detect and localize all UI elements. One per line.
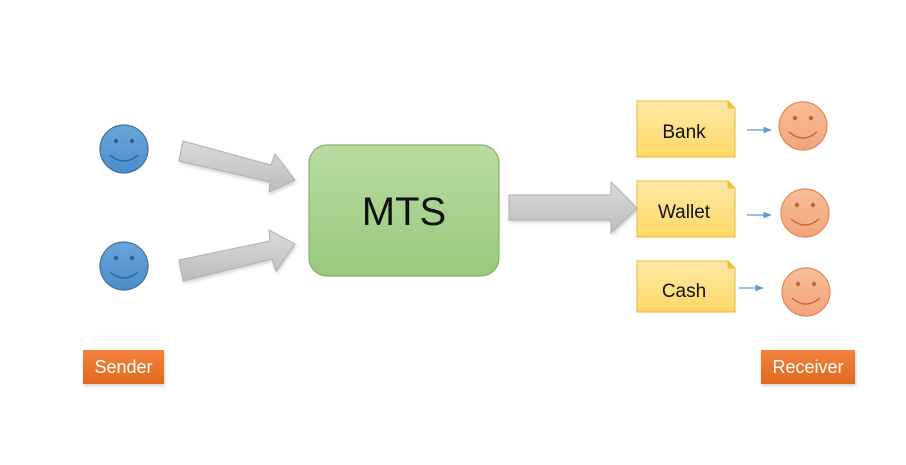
folded-corner-note-icon <box>636 100 736 158</box>
sender-face-top <box>99 124 149 174</box>
channel-cash-label: Cash <box>662 281 706 302</box>
sender-tag-label: Sender <box>94 357 152 377</box>
channel-cash: Cash <box>636 260 736 313</box>
receiver-tag: Receiver <box>761 350 855 384</box>
arrow-right-icon <box>178 140 296 193</box>
smiley-face-icon <box>780 188 830 238</box>
smiley-face-icon <box>778 101 828 151</box>
smiley-face-icon <box>99 241 149 291</box>
channel-wallet: Wallet <box>636 180 736 238</box>
channel-bank-label: Bank <box>662 122 706 143</box>
smiley-face-icon <box>781 267 831 317</box>
folded-corner-note-icon <box>636 260 736 313</box>
arrow-sender-top-to-mts <box>178 140 296 193</box>
mts-label: MTS <box>362 190 446 234</box>
arrow-right-icon <box>178 229 296 282</box>
mts-box: MTS <box>308 144 500 277</box>
smiley-face-icon <box>99 124 149 174</box>
sender-tag: Sender <box>83 350 164 384</box>
receiver-face-cash <box>781 267 831 317</box>
arrow-right-icon <box>508 180 638 235</box>
receiver-face-wallet <box>780 188 830 238</box>
folded-corner-note-icon <box>636 180 736 238</box>
receiver-tag-label: Receiver <box>772 357 843 377</box>
arrow-sender-bottom-to-mts <box>178 229 296 282</box>
channel-wallet-label: Wallet <box>658 202 711 223</box>
channel-bank: Bank <box>636 100 736 158</box>
arrow-mts-to-channels <box>508 180 638 235</box>
receiver-face-bank <box>778 101 828 151</box>
sender-face-bottom <box>99 241 149 291</box>
